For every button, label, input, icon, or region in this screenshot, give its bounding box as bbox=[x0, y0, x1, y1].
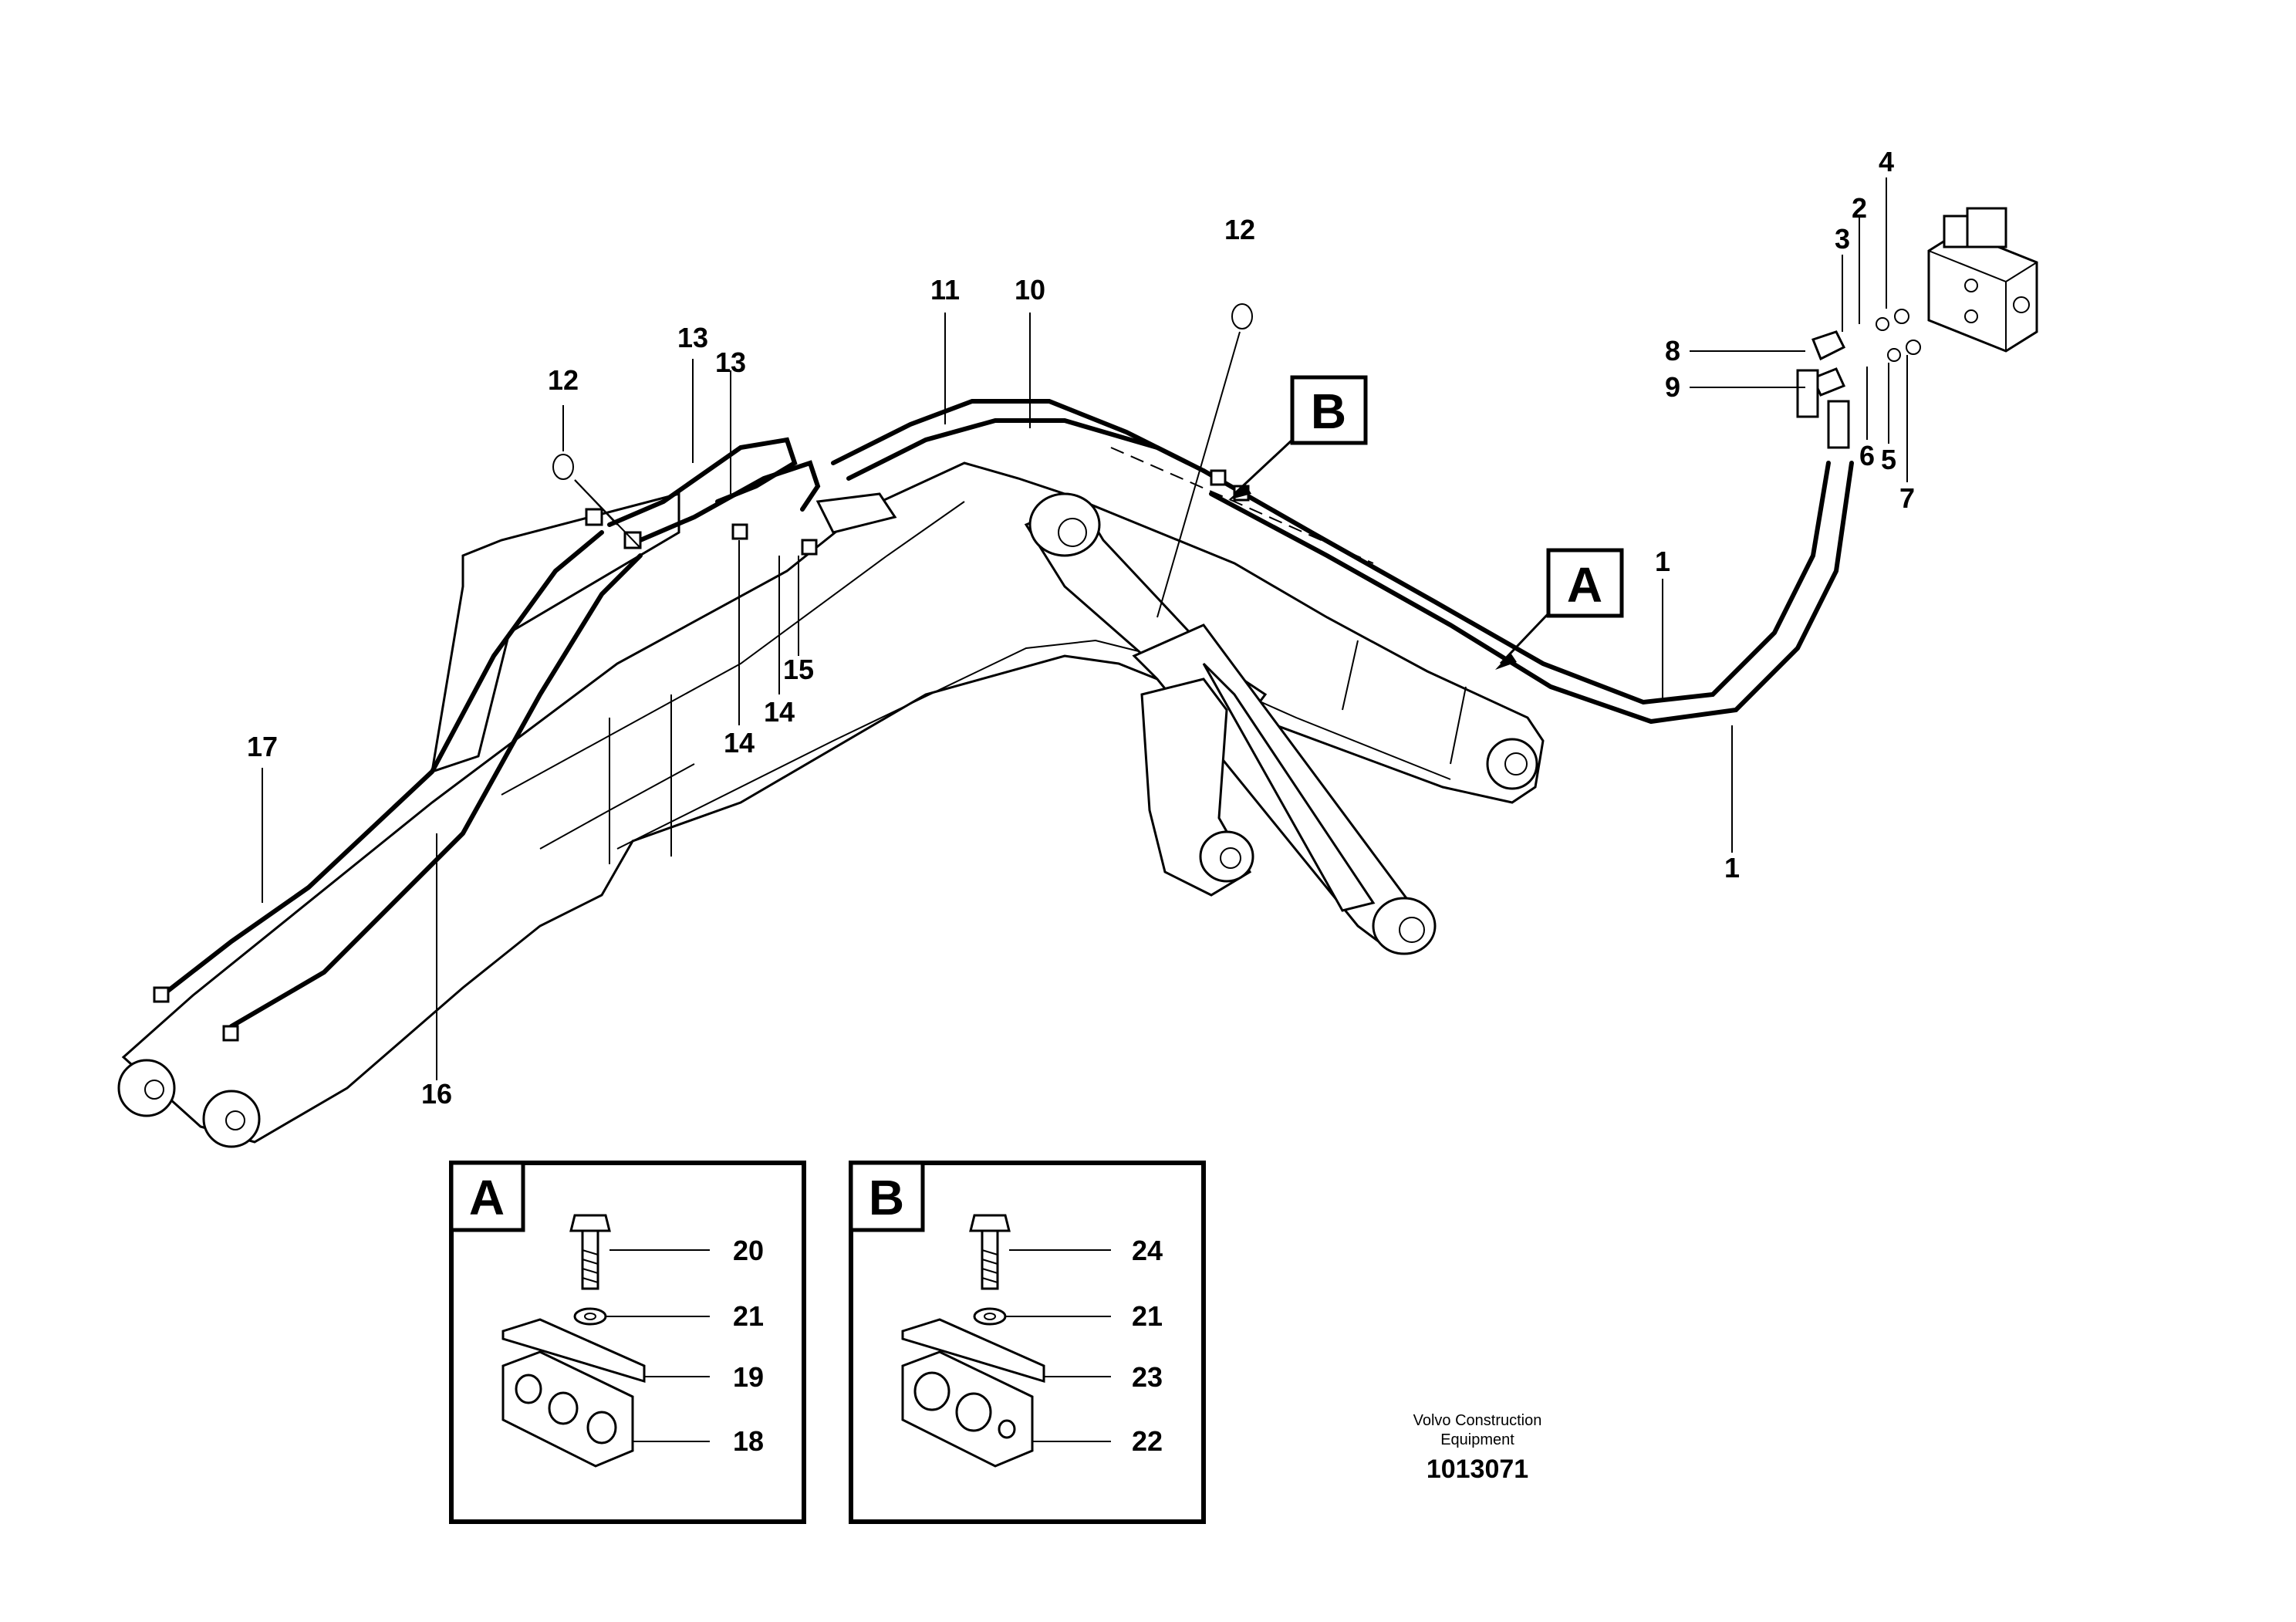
callout-6: 6 bbox=[1859, 440, 1875, 471]
view-marker-b: B bbox=[1228, 375, 1368, 500]
caption-company-line2: Equipment bbox=[1440, 1431, 1514, 1448]
detail-a-letter: A bbox=[469, 1170, 505, 1225]
leader-lines bbox=[262, 177, 1908, 1080]
callout-14-left: 14 bbox=[724, 727, 755, 759]
caption-block: Volvo Construction Equipment 1013071 bbox=[1413, 1412, 1542, 1484]
caption-company-line1: Volvo Construction bbox=[1413, 1412, 1542, 1429]
callout-3: 3 bbox=[1835, 223, 1850, 255]
callout-14-right: 14 bbox=[764, 696, 795, 728]
callout-13-left: 13 bbox=[677, 322, 708, 353]
callouts: 1 1 2 3 4 5 6 7 8 9 10 11 12 12 13 13 14… bbox=[247, 146, 1915, 1110]
callout-9: 9 bbox=[1665, 371, 1680, 403]
bolt-icon bbox=[569, 1214, 611, 1232]
callout-12-right: 12 bbox=[1224, 214, 1255, 245]
hose-16 bbox=[229, 553, 643, 1029]
detail-b-label-24: 24 bbox=[1132, 1235, 1163, 1266]
detail-b-label-22: 22 bbox=[1132, 1425, 1163, 1457]
detail-b-panel: B 24 21 23 22 bbox=[849, 1161, 1206, 1524]
callout-4: 4 bbox=[1879, 146, 1894, 177]
detail-a-label-18: 18 bbox=[733, 1425, 764, 1457]
detail-a-label-20: 20 bbox=[733, 1235, 764, 1266]
o-ring-12-left bbox=[552, 454, 574, 480]
detail-a-label-19: 19 bbox=[733, 1361, 764, 1393]
washer-icon bbox=[573, 1307, 607, 1326]
o-ring-12-right bbox=[1231, 303, 1253, 329]
hose-11 bbox=[831, 399, 1190, 465]
clamp-plate-icon bbox=[901, 1318, 1045, 1384]
bolt-icon bbox=[969, 1214, 1011, 1232]
callout-13-right: 13 bbox=[715, 346, 746, 378]
hose-1-upper bbox=[1201, 461, 1831, 705]
callout-17: 17 bbox=[247, 731, 278, 762]
detail-b-label-23: 23 bbox=[1132, 1361, 1163, 1393]
hose-1-lower bbox=[1209, 461, 1854, 725]
detail-b-letter: B bbox=[869, 1170, 904, 1225]
callout-12-left: 12 bbox=[548, 364, 579, 396]
hose-17 bbox=[160, 530, 604, 998]
callout-1-upper: 1 bbox=[1655, 546, 1670, 577]
callout-11: 11 bbox=[930, 274, 960, 306]
washer-icon bbox=[973, 1307, 1007, 1326]
view-marker-a-letter: A bbox=[1567, 557, 1602, 613]
boom-illustration bbox=[117, 461, 1545, 1148]
hose-13-loop-b bbox=[638, 460, 821, 542]
callout-10: 10 bbox=[1015, 274, 1045, 306]
callout-8: 8 bbox=[1665, 335, 1680, 367]
callout-2: 2 bbox=[1852, 192, 1867, 224]
callout-16: 16 bbox=[421, 1078, 452, 1110]
valve-block bbox=[1796, 207, 2038, 449]
callout-1-lower: 1 bbox=[1724, 852, 1740, 884]
view-marker-b-letter: B bbox=[1311, 384, 1346, 439]
view-marker-a: A bbox=[1495, 548, 1624, 670]
callout-7: 7 bbox=[1899, 482, 1915, 514]
detail-a-label-21: 21 bbox=[733, 1300, 764, 1332]
caption-document-number: 1013071 bbox=[1427, 1455, 1528, 1484]
detail-b-label-21: 21 bbox=[1132, 1300, 1163, 1332]
detail-a-panel: A 20 21 19 18 bbox=[449, 1161, 806, 1524]
callout-5: 5 bbox=[1881, 444, 1896, 475]
clamp-plate-icon bbox=[501, 1318, 646, 1384]
callout-15: 15 bbox=[783, 654, 814, 685]
hose-13-loop-a bbox=[607, 437, 798, 527]
